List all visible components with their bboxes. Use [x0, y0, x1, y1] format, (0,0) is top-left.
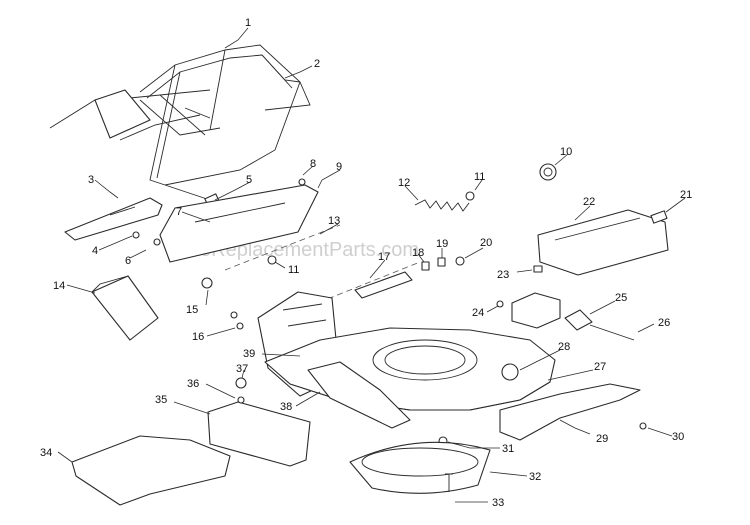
part-25-plate: [564, 309, 593, 331]
callout-11a: 11: [474, 171, 485, 183]
callout-21: 21: [680, 189, 692, 201]
part-26-wire: [589, 324, 635, 341]
callout-39: 39: [243, 348, 255, 360]
part-28-cap: [501, 363, 519, 381]
callout-2: 2: [314, 58, 320, 70]
callout-4: 4: [92, 245, 98, 257]
callout-26: 26: [658, 317, 670, 329]
callout-11b: 11: [288, 264, 299, 276]
callout-22: 22: [583, 196, 595, 208]
part-36-washer: [237, 396, 245, 404]
part-18-spacer: [421, 261, 430, 271]
part-37-bushing: [235, 377, 247, 389]
part-38-flap: [307, 361, 411, 429]
callout-labels: 1 2 3 4 5 6 7 8 9 10 11 11 12 13 14 15 1…: [40, 17, 692, 509]
callout-27: 27: [594, 361, 606, 373]
callout-6: 6: [125, 255, 131, 267]
callout-3: 3: [88, 174, 94, 186]
callout-8: 8: [310, 158, 316, 170]
callout-36: 36: [187, 378, 199, 390]
part-6-nut: [153, 238, 161, 246]
callout-17: 17: [378, 251, 390, 263]
part-17-lever: [354, 271, 413, 299]
callout-9: 9: [336, 161, 342, 173]
callout-33: 33: [492, 497, 504, 509]
callout-16: 16: [192, 331, 204, 343]
callout-38: 38: [280, 401, 292, 413]
callout-7: 7: [176, 206, 182, 218]
callout-15: 15: [186, 304, 198, 316]
callout-19: 19: [436, 238, 448, 250]
part-12-spring: [414, 199, 470, 212]
callout-23: 23: [497, 269, 509, 281]
part-15-washer-b: [230, 311, 238, 319]
part-11-bushing-b: [267, 255, 277, 265]
part-22-cover: [537, 209, 669, 276]
callout-20: 20: [480, 237, 492, 249]
part-32-tray: [349, 441, 491, 494]
callout-34: 34: [40, 447, 52, 459]
callout-31: 31: [502, 443, 514, 455]
part-33-screw: [445, 473, 453, 492]
part-15-washer: [201, 277, 213, 289]
part-35-bumper: [207, 401, 311, 467]
callout-30: 30: [672, 431, 684, 443]
callout-5: 5: [246, 174, 252, 186]
callout-37: 37: [236, 363, 248, 375]
callout-35: 35: [155, 394, 167, 406]
part-3-bracket: [64, 197, 163, 241]
callout-1: 1: [245, 17, 251, 29]
part-9-screw: [298, 178, 306, 186]
bag-frame: [49, 44, 311, 201]
part-29-skirt: [499, 383, 641, 441]
part-13-rod: [224, 224, 341, 271]
callout-24: 24: [472, 307, 484, 319]
part-30-screw: [639, 422, 647, 430]
part-34-shield: [71, 435, 231, 506]
part-10-knob: [539, 163, 557, 181]
part-25-box: [511, 292, 561, 329]
part-4-screw: [132, 231, 140, 239]
part-21-clip: [650, 210, 668, 224]
part-11-bushing-a: [465, 191, 475, 201]
part-20-nut: [455, 256, 465, 266]
callout-25: 25: [615, 292, 627, 304]
callout-12: 12: [398, 177, 410, 189]
part-23-pin: [533, 265, 543, 273]
callout-28: 28: [558, 341, 570, 353]
leader-lines: [57, 27, 686, 503]
part-16-nut: [236, 322, 244, 330]
part-14-flap: [91, 275, 159, 341]
watermark: eReplacementParts.com: [200, 239, 419, 261]
part-19-spacer: [437, 257, 446, 267]
part-24-screw: [496, 300, 504, 308]
callout-13: 13: [328, 215, 340, 227]
callout-32: 32: [529, 471, 541, 483]
callout-14: 14: [53, 280, 65, 292]
callout-18: 18: [412, 247, 424, 259]
callout-29: 29: [596, 433, 608, 445]
callout-10: 10: [560, 146, 572, 158]
